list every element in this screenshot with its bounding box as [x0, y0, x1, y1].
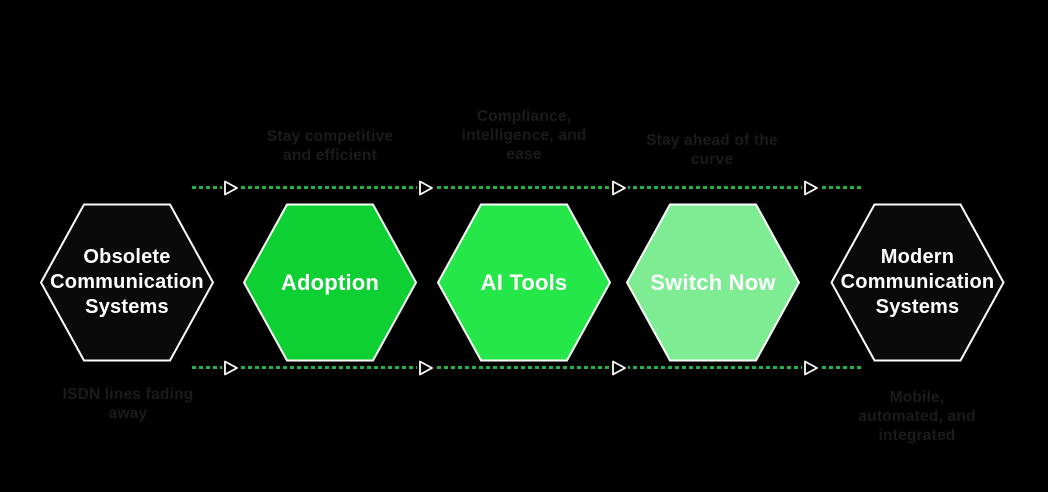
hexagon-label: Adoption [280, 269, 380, 295]
hexagon-shape [243, 203, 417, 362]
hexagon-node-switch-now: Switch Now [626, 203, 800, 362]
arrow-right-icon [610, 360, 628, 376]
hexagon-shape [626, 203, 800, 362]
arrow-right-icon [222, 360, 240, 376]
annotation-stay-ahead-of-curve: Stay ahead of the curve [646, 132, 778, 168]
hexagon-node-adoption: Adoption [243, 203, 417, 362]
hexagon-label: AI Tools [480, 269, 568, 295]
dotted-flow-line-bottom [192, 366, 862, 369]
arrow-right-icon [222, 180, 240, 196]
annotation-stay-competitive: Stay competitive and efficient [266, 128, 394, 164]
arrow-right-icon [417, 360, 435, 376]
arrow-right-icon [802, 180, 820, 196]
arrow-right-icon [610, 180, 628, 196]
hexagon-shape [40, 203, 214, 362]
annotation-mobile-automated-integrated: Mobile, automated, and integrated [858, 389, 976, 444]
hexagon-label: Switch Now [650, 269, 776, 295]
hexagon-node-obsolete-communication-systems: Obsolete Communication Systems [40, 203, 214, 362]
arrow-right-icon [417, 180, 435, 196]
hexagon-label: Obsolete Communication Systems [50, 246, 204, 318]
hexagon-node-modern-communication-systems: Modern Communication Systems [830, 203, 1005, 362]
dotted-flow-line-top [192, 186, 862, 189]
hexagon-label: Modern Communication Systems [840, 246, 995, 318]
annotation-compliance-intelligence-ease: Compliance, intelligence, and ease [461, 108, 587, 163]
hexagon-shape [437, 203, 611, 362]
arrow-right-icon [802, 360, 820, 376]
annotation-isdn-lines-fading: ISDN lines fading away [62, 386, 194, 422]
hexagon-node-ai-tools: AI Tools [437, 203, 611, 362]
hexagon-shape [830, 203, 1005, 362]
